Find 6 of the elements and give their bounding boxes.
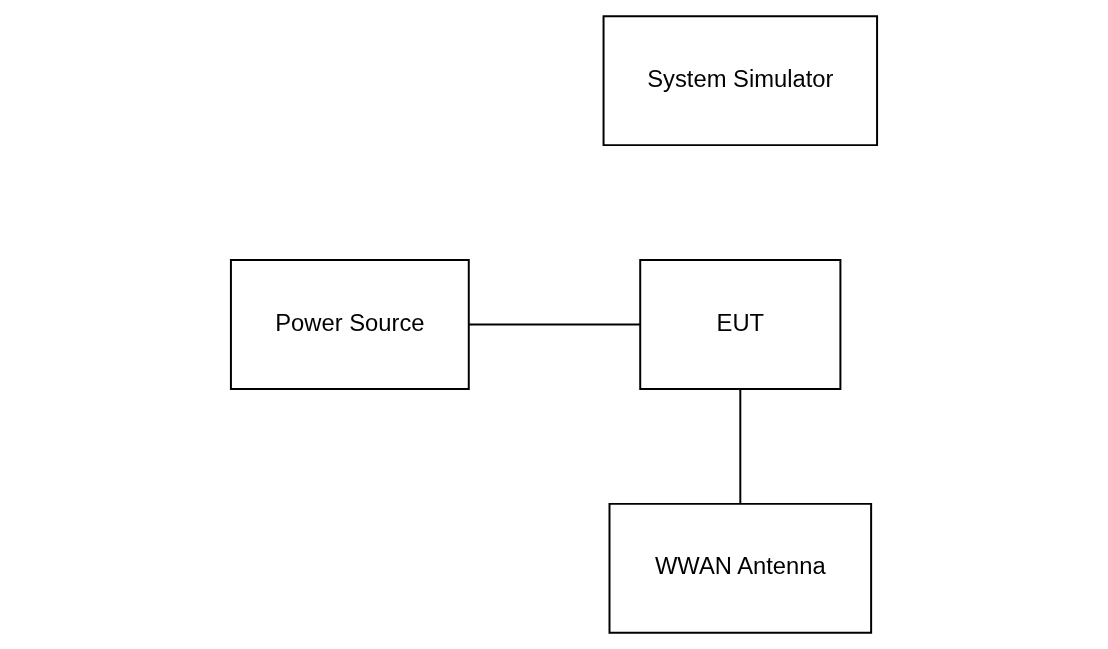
node-box: System Simulator: [602, 15, 879, 147]
node-box: WWAN Antenna: [608, 502, 873, 634]
node-box: EUT: [639, 259, 842, 390]
node-box: Power Source: [229, 259, 470, 390]
connector: [467, 323, 642, 326]
connector: [739, 388, 742, 505]
